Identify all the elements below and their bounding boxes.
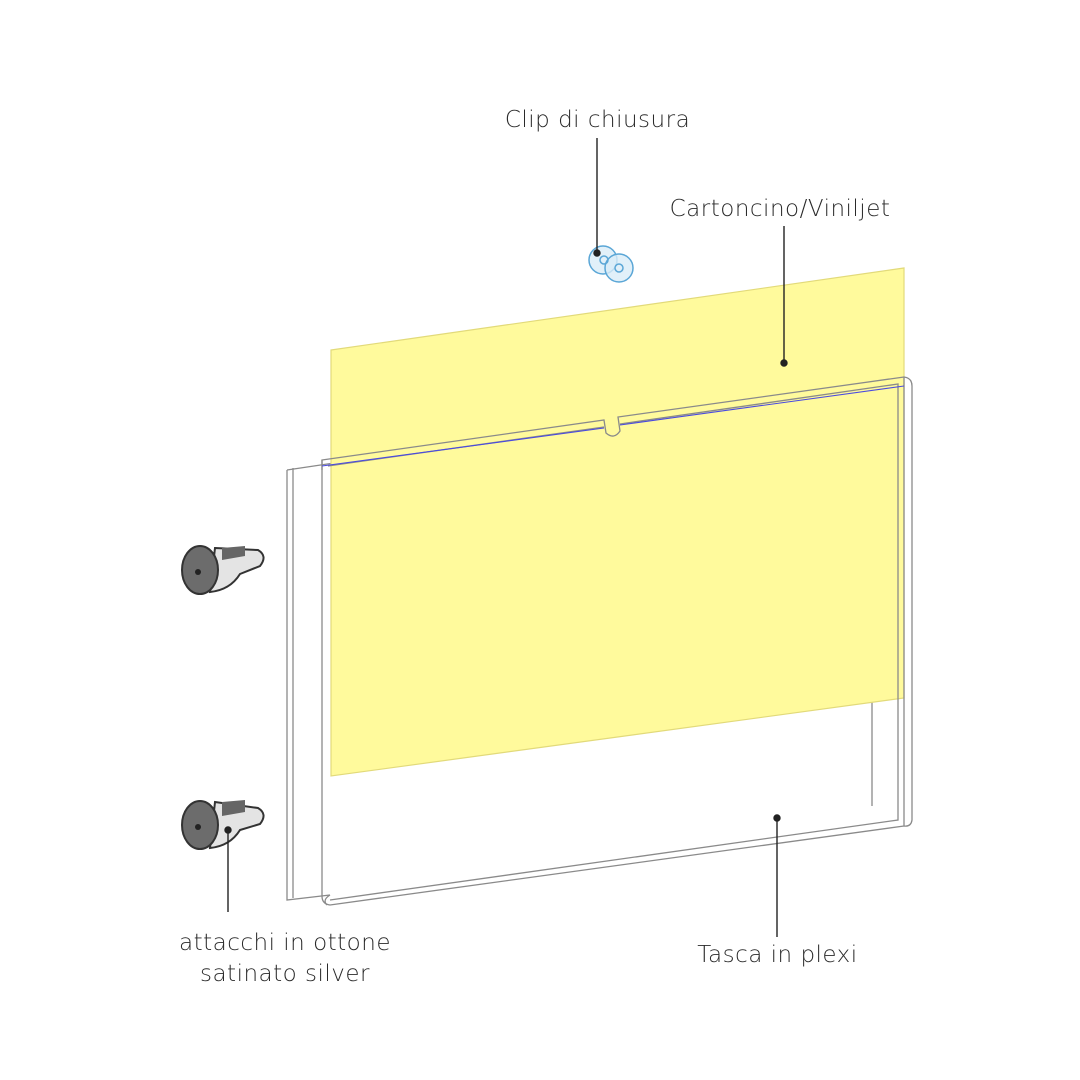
leader-lines bbox=[224, 138, 788, 937]
sheet-label: Cartoncino/Viniljet bbox=[669, 196, 891, 222]
standoff-top-icon bbox=[181, 545, 265, 595]
pocket-label: Tasca in plexi bbox=[697, 942, 858, 968]
attachments-label-line1: attacchi in ottone bbox=[179, 930, 391, 956]
attachments-label-line2: satinato silver bbox=[199, 961, 371, 987]
plexi-top-edge-highlight bbox=[321, 385, 905, 467]
clip-label: Clip di chiusura bbox=[504, 107, 691, 133]
cardboard-sheet bbox=[330, 267, 905, 777]
standoff-bottom-icon bbox=[181, 800, 265, 850]
